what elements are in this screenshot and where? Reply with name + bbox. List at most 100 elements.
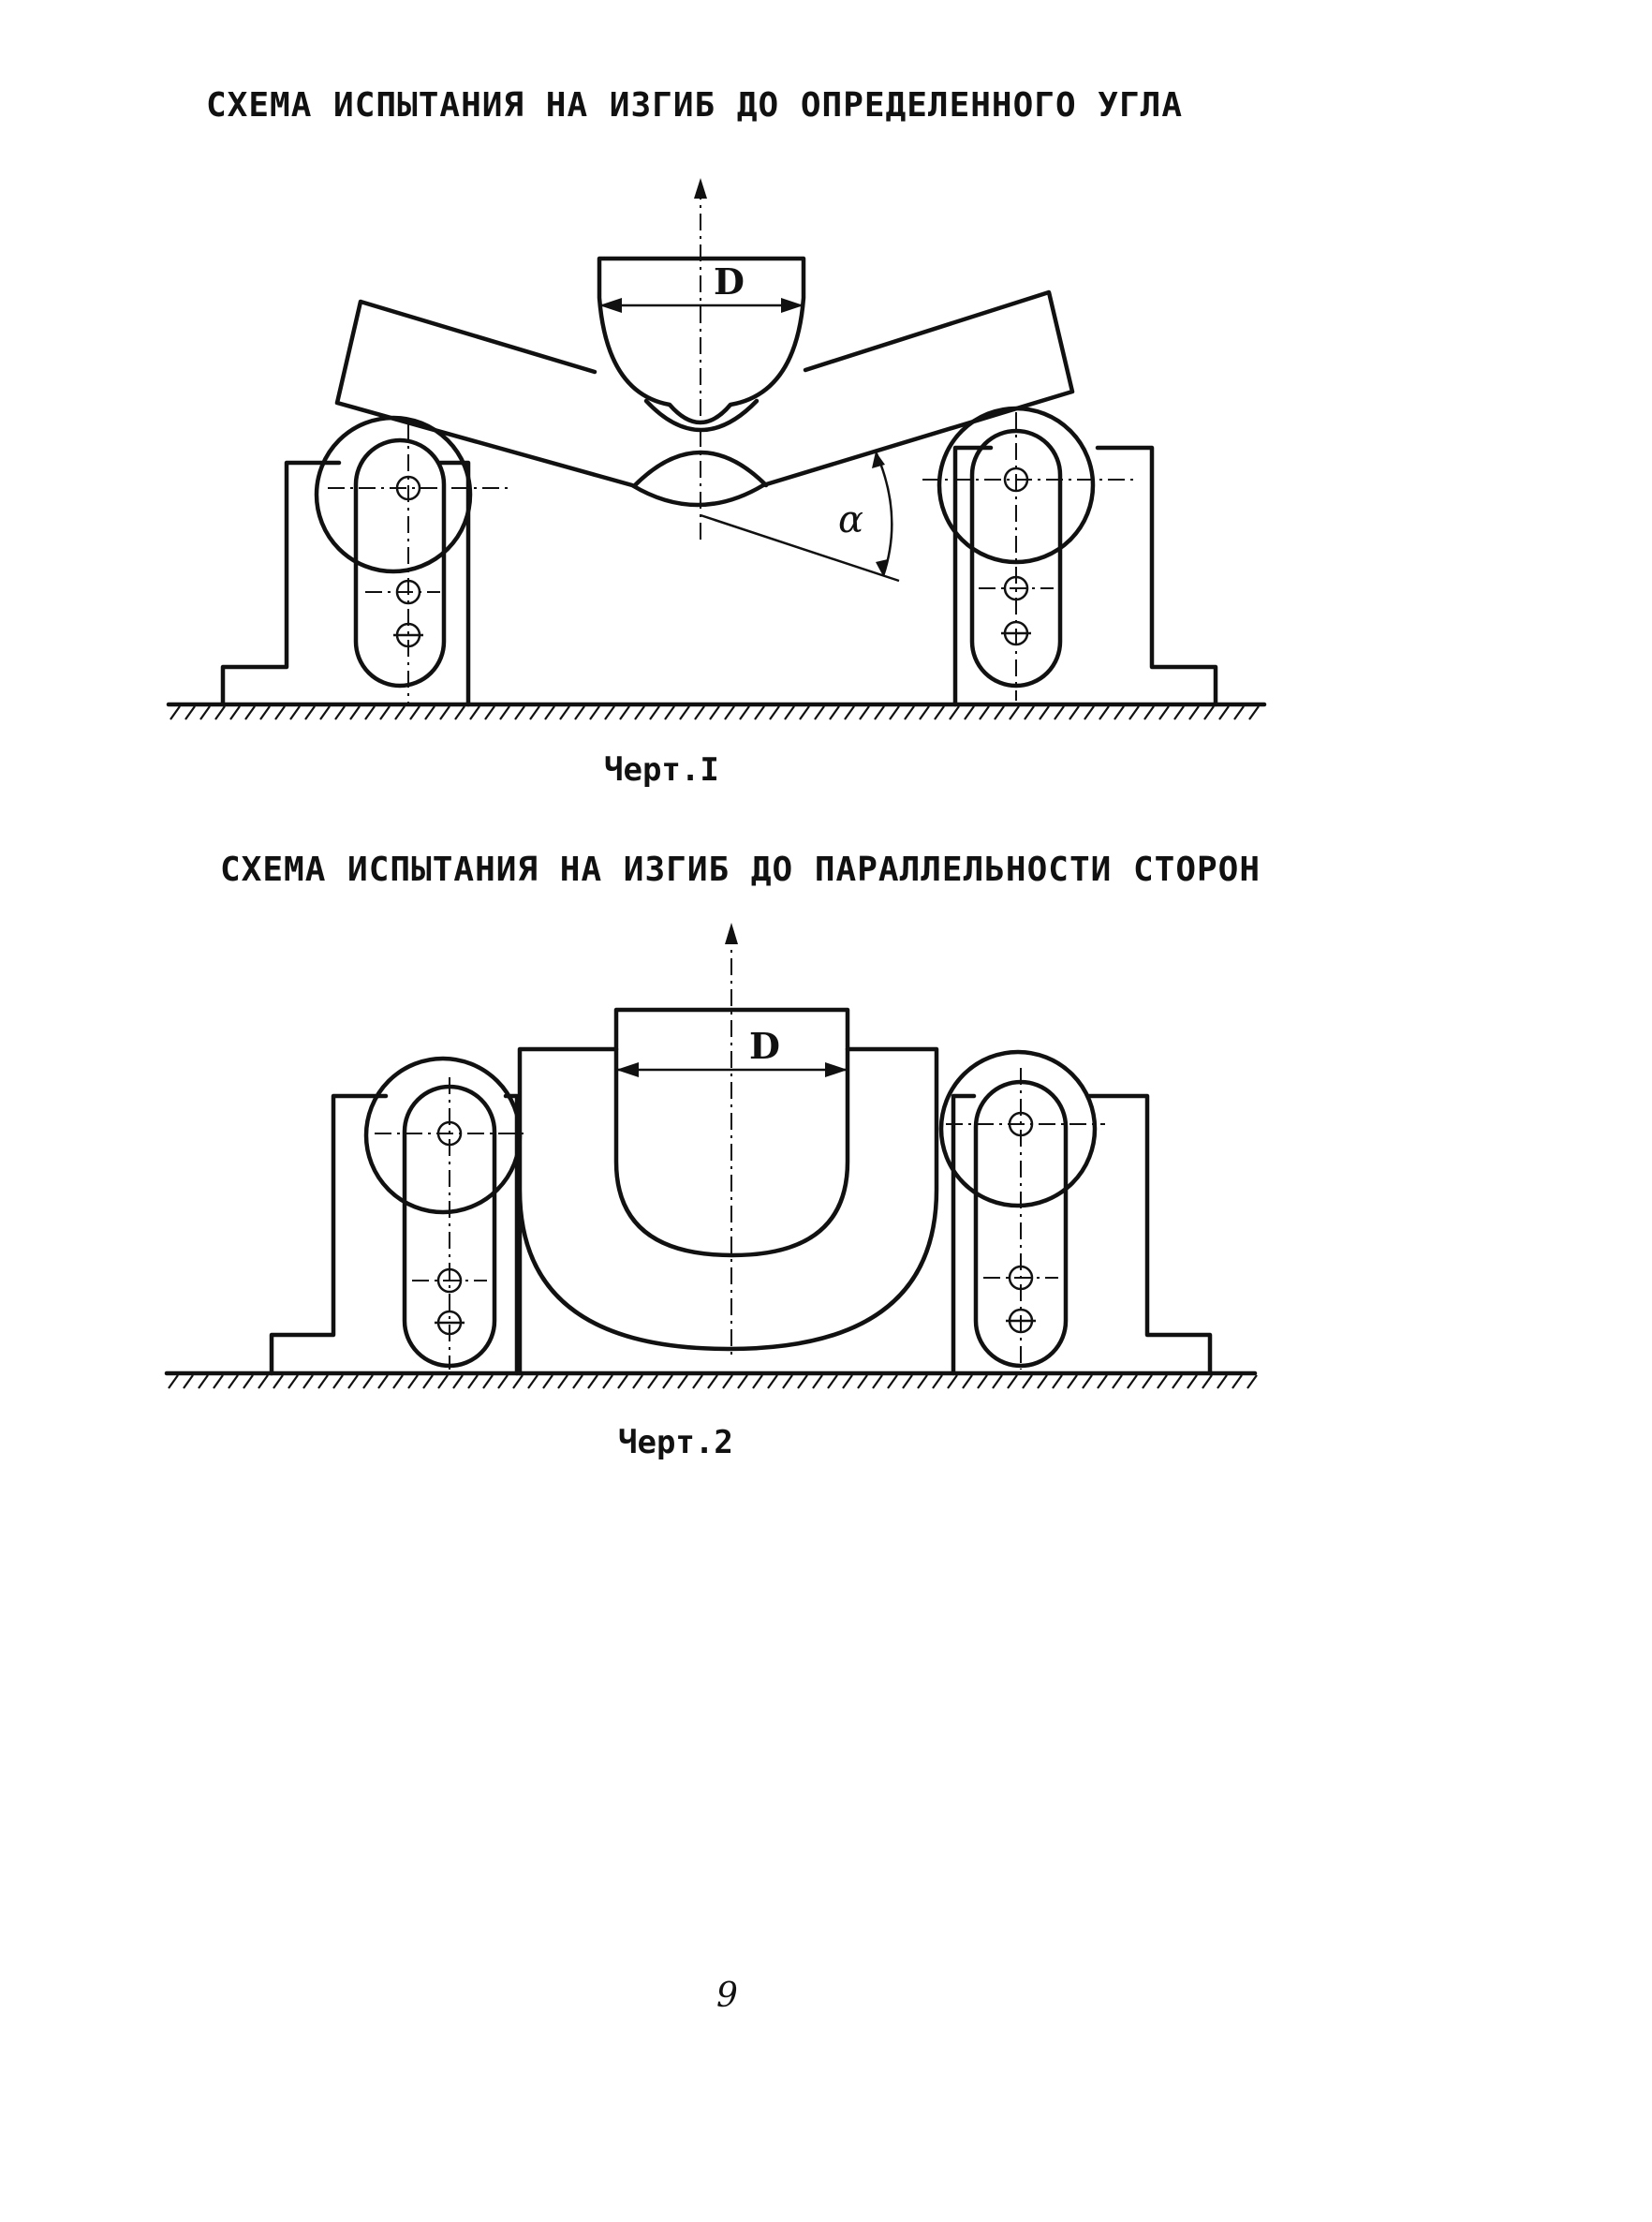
figure2-left-support	[269, 1093, 520, 1376]
ground-hatch-stroke	[709, 705, 720, 720]
ground-hatch-stroke	[634, 705, 645, 720]
ground-hatch-stroke	[1187, 1374, 1198, 1389]
figure2-caption: Черт.2	[618, 1424, 733, 1461]
ground-hatch-stroke	[559, 705, 570, 720]
ground-hatch-stroke	[1233, 705, 1245, 720]
ground-hatch-stroke	[1128, 705, 1140, 720]
ground-hatch-stroke	[394, 705, 406, 720]
ground-hatch-stroke	[527, 1374, 538, 1389]
ground-hatch-stroke	[302, 1374, 314, 1389]
ground-hatch-stroke	[288, 1374, 299, 1389]
ground-hatch-stroke	[574, 705, 585, 720]
ground-hatch-stroke	[1114, 705, 1125, 720]
ground-hatch-stroke	[707, 1374, 718, 1389]
ground-hatch-stroke	[1173, 705, 1185, 720]
ground-hatch-stroke	[484, 705, 495, 720]
ground-hatch-stroke	[949, 705, 960, 720]
ground-hatch-stroke	[244, 705, 256, 720]
ground-hatch-stroke	[799, 705, 810, 720]
ground-hatch-stroke	[514, 705, 525, 720]
ground-hatch-stroke	[259, 705, 271, 720]
ground-hatch-stroke	[214, 705, 226, 720]
ground-hatch-stroke	[1248, 705, 1260, 720]
figure1-ground-hatching	[170, 705, 1260, 720]
ground-hatch-stroke	[273, 1374, 284, 1389]
ground-hatch-stroke	[617, 1374, 628, 1389]
figure1-left-pin-mid	[395, 579, 421, 605]
ground-hatch-stroke	[469, 705, 480, 720]
figure2-right-pin-top	[1008, 1111, 1034, 1137]
ground-hatch-stroke	[409, 705, 420, 720]
ground-hatch-stroke	[827, 1374, 838, 1389]
ground-hatch-stroke	[992, 1374, 1003, 1389]
figure2-title: СХЕМА ИСПЫТАНИЯ НА ИЗГИБ ДО ПАРАЛЛЕЛЬНОС…	[220, 851, 1261, 889]
ground-hatch-stroke	[737, 1374, 748, 1389]
figure1-left-link	[353, 437, 447, 689]
ground-hatch-stroke	[1203, 705, 1215, 720]
figure2-left-pin-mid	[436, 1267, 463, 1294]
ground-hatch-stroke	[482, 1374, 494, 1389]
ground-hatch-stroke	[752, 1374, 763, 1389]
figure2-u-bent-specimen	[517, 1046, 939, 1376]
ground-hatch-stroke	[1052, 1374, 1063, 1389]
ground-hatch-stroke	[947, 1374, 958, 1389]
ground-hatch-stroke	[1097, 1374, 1108, 1389]
ground-hatch-stroke	[604, 705, 615, 720]
ground-hatch-stroke	[842, 1374, 853, 1389]
ground-hatch-stroke	[844, 705, 855, 720]
ground-hatch-stroke	[557, 1374, 568, 1389]
figure1-mandrel	[597, 256, 806, 425]
ground-hatch-stroke	[1218, 705, 1230, 720]
ground-hatch-stroke	[797, 1374, 808, 1389]
ground-hatch-stroke	[319, 705, 331, 720]
ground-hatch-stroke	[919, 705, 930, 720]
ground-hatch-stroke	[364, 705, 376, 720]
ground-hatch-stroke	[1037, 1374, 1048, 1389]
ground-hatch-stroke	[619, 705, 630, 720]
ground-hatch-stroke	[1069, 705, 1080, 720]
ground-hatch-stroke	[1232, 1374, 1243, 1389]
ground-hatch-stroke	[889, 705, 900, 720]
ground-hatch-stroke	[692, 1374, 703, 1389]
figure2-d-label: D	[749, 1025, 780, 1067]
ground-hatch-stroke	[424, 705, 435, 720]
figure2-right-support	[951, 1093, 1213, 1376]
ground-hatch-stroke	[887, 1374, 898, 1389]
ground-hatch-stroke	[782, 1374, 793, 1389]
ground-hatch-stroke	[499, 705, 510, 720]
ground-hatch-stroke	[587, 1374, 598, 1389]
ground-hatch-stroke	[1084, 705, 1095, 720]
ground-hatch-stroke	[1157, 1374, 1168, 1389]
figure1-drawing: D α	[166, 178, 1267, 720]
ground-hatch-stroke	[1188, 705, 1200, 720]
figure1-angle-arc	[874, 451, 893, 577]
ground-hatch-stroke	[589, 705, 600, 720]
ground-hatch-stroke	[512, 1374, 524, 1389]
ground-hatch-stroke	[258, 1374, 269, 1389]
ground-hatch-stroke	[1217, 1374, 1228, 1389]
ground-hatch-stroke	[1039, 705, 1050, 720]
ground-hatch-stroke	[902, 1374, 913, 1389]
ground-hatch-stroke	[1143, 705, 1155, 720]
ground-hatch-stroke	[859, 705, 870, 720]
ground-hatch-stroke	[754, 705, 765, 720]
figure1-left-pin-top	[395, 475, 421, 501]
figure2-right-roller	[938, 1049, 1098, 1208]
ground-hatch-stroke	[664, 705, 675, 720]
figure1-d-label: D	[714, 260, 745, 303]
ground-hatch-stroke	[979, 705, 990, 720]
ground-hatch-stroke	[243, 1374, 254, 1389]
ground-hatch-stroke	[694, 705, 705, 720]
figure1-angle-label: α	[838, 498, 863, 541]
figure1-bent-specimen	[334, 289, 1075, 508]
ground-hatch-stroke	[812, 1374, 823, 1389]
ground-hatch-stroke	[1202, 1374, 1213, 1389]
ground-hatch-stroke	[347, 1374, 359, 1389]
ground-hatch-stroke	[213, 1374, 224, 1389]
ground-hatch-stroke	[228, 1374, 239, 1389]
ground-hatch-stroke	[1009, 705, 1020, 720]
ground-hatch-stroke	[497, 1374, 509, 1389]
ground-hatch-stroke	[857, 1374, 868, 1389]
ground-hatch-stroke	[184, 705, 196, 720]
